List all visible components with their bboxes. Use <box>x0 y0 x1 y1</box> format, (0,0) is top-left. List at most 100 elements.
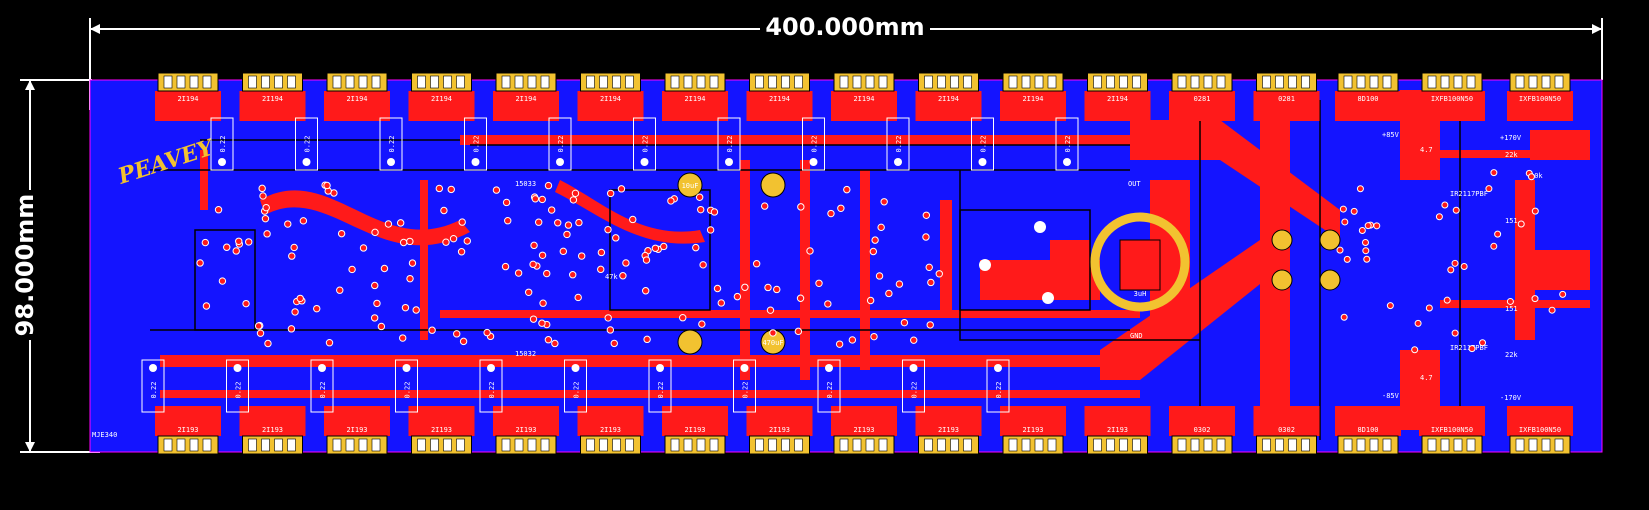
via <box>875 272 884 280</box>
power-transistor: 2I194 <box>408 72 475 121</box>
via <box>256 329 265 337</box>
heatsink-label: 15032 <box>515 350 536 358</box>
via <box>1435 213 1443 221</box>
via <box>1363 255 1371 263</box>
cap-label: 10uF <box>682 182 699 190</box>
via <box>641 287 650 295</box>
via <box>617 185 626 193</box>
via <box>1494 230 1502 238</box>
emitter-resistor: 0.22 <box>1055 117 1079 171</box>
transistor-label: 2I194 <box>262 95 283 103</box>
resistor-value: 0.22 <box>742 382 750 399</box>
resistor-value: 0.22 <box>911 382 919 399</box>
via <box>502 198 511 207</box>
via <box>1443 296 1451 304</box>
via <box>223 243 231 251</box>
power-transistor: 2I194 <box>1084 72 1151 121</box>
via <box>794 327 803 336</box>
emitter-resistor: 0.22 <box>379 117 403 171</box>
via <box>296 294 304 303</box>
via <box>895 280 904 288</box>
via <box>359 244 368 252</box>
via <box>284 220 292 228</box>
via <box>837 204 845 212</box>
resistor-value: 0.22 <box>657 382 665 399</box>
via <box>564 221 573 229</box>
power-transistor: 2I194 <box>239 72 306 121</box>
out-label: OUT <box>1128 180 1141 188</box>
via <box>1548 306 1556 314</box>
resistor-value: 0.22 <box>473 136 481 153</box>
transistor-label: 2I193 <box>684 426 705 434</box>
via <box>935 270 943 278</box>
via <box>396 219 405 227</box>
via <box>323 181 331 190</box>
via <box>538 251 547 259</box>
pos-rail-label: +85V <box>1382 131 1400 139</box>
via <box>459 337 468 346</box>
via <box>695 193 704 201</box>
emitter-resistor: 0.22 <box>464 117 487 171</box>
via <box>835 340 844 348</box>
resistor-value: 0.22 <box>388 136 396 153</box>
via <box>1361 239 1369 247</box>
via <box>604 314 612 322</box>
transistor-label: 2I193 <box>769 426 790 434</box>
via <box>547 206 556 214</box>
via <box>406 237 414 246</box>
transistor-label: 2I193 <box>938 426 959 434</box>
power-transistor: 8D100 <box>1335 72 1401 121</box>
transistor-label: 2I194 <box>177 95 198 103</box>
via <box>597 248 606 257</box>
transistor-label: 2I194 <box>769 95 790 103</box>
via <box>692 243 700 252</box>
power-transistor: 2I194 <box>155 72 221 121</box>
via <box>1447 266 1455 274</box>
transistor-label: 2I193 <box>1107 426 1128 434</box>
via <box>1517 220 1525 228</box>
via <box>710 208 719 216</box>
via <box>299 217 308 225</box>
via <box>1350 207 1358 215</box>
via <box>1506 297 1514 305</box>
transistor-label: 2I194 <box>431 95 452 103</box>
via <box>797 203 805 211</box>
power-transistor: 2I193 <box>662 406 728 455</box>
via <box>242 299 250 308</box>
via <box>201 238 210 247</box>
resistor-value: 0.22 <box>219 136 227 153</box>
via <box>1362 247 1370 255</box>
via <box>606 326 615 334</box>
via <box>530 241 538 250</box>
via <box>435 184 444 193</box>
output-inductor: 3uH <box>1090 212 1190 312</box>
via <box>538 195 546 204</box>
via <box>1468 345 1476 353</box>
resistor-value: 0.22 <box>319 382 327 399</box>
via <box>910 336 918 344</box>
via <box>612 234 620 242</box>
via <box>1527 173 1535 181</box>
via <box>815 279 823 287</box>
resistor-value: 0.22 <box>150 382 158 399</box>
via <box>769 329 777 337</box>
via <box>447 185 455 194</box>
via <box>336 286 344 294</box>
via <box>492 186 501 194</box>
via <box>824 300 832 308</box>
power-transistor: 2I193 <box>408 406 475 455</box>
via <box>453 330 461 338</box>
power-transistor: 0281 <box>1169 72 1235 121</box>
heatsink-label: 15033 <box>515 180 536 188</box>
emitter-resistors: 0.22 0.22 0.22 0.22 0.22 0.22 0.22 0.22 0.22 0.22… <box>141 117 1079 413</box>
transistor-label: IXFB100N50 <box>1519 426 1561 434</box>
transistor-label: 2I193 <box>1022 426 1043 434</box>
via <box>261 214 270 223</box>
via <box>843 185 851 194</box>
power-transistor: 0302 <box>1169 406 1235 455</box>
via <box>575 218 583 227</box>
via <box>761 202 769 210</box>
transistor-label: 2I193 <box>515 426 536 434</box>
emitter-resistor: 0.22 <box>986 359 1010 413</box>
